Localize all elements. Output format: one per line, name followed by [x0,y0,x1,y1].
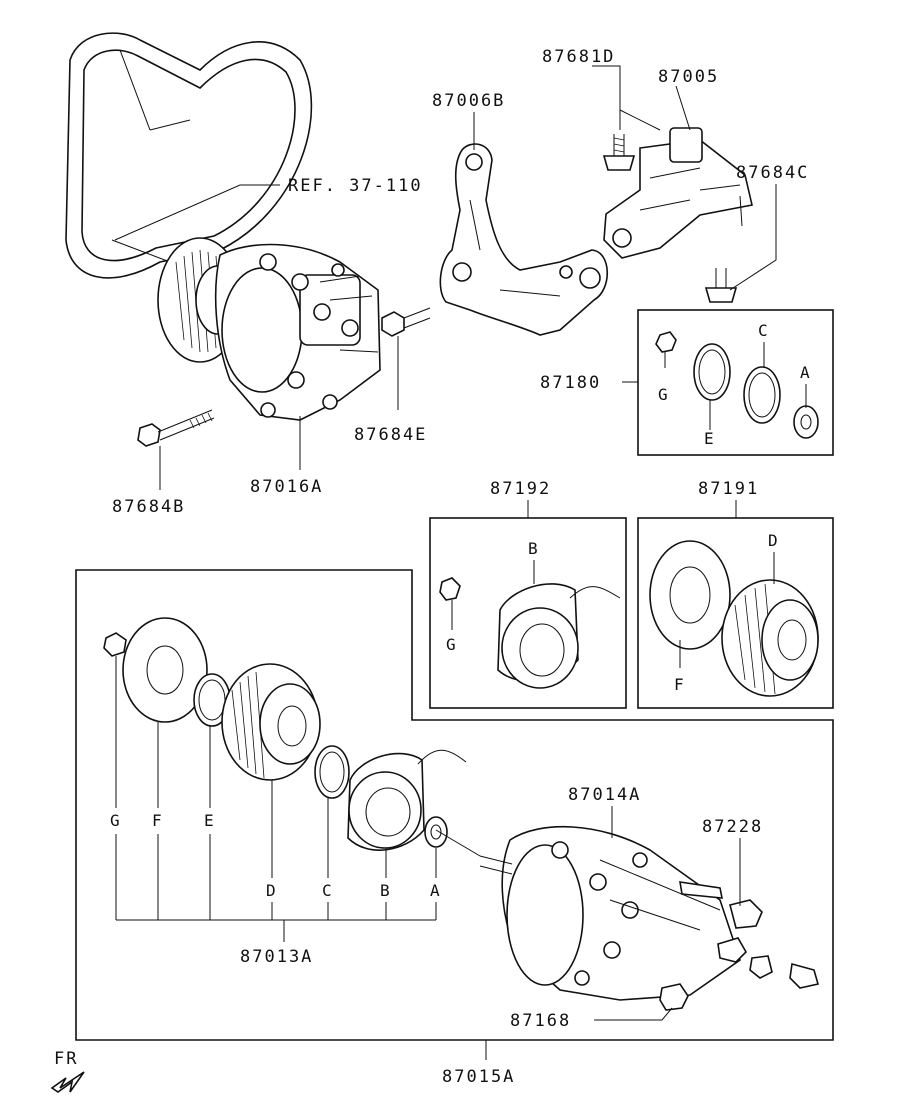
bolt-87684C [704,268,738,303]
part-87180-label: 87180 [540,373,601,393]
bolt-87684E [381,307,431,337]
kit-87180-letter-g: G [658,385,668,404]
part-87013A-label: 87013A [240,947,313,967]
part-87681D-label: 87681D [542,47,615,67]
kit-87180-box [637,309,834,456]
ref-belt-label: REF. 37-110 [288,176,423,196]
bolt-87684B [137,409,215,447]
part-87684E-label: 87684E [354,425,427,445]
exploded-letter-a: A [430,881,440,900]
kit-87180-letter-a: A [800,363,810,382]
part-87014A-label: 87014A [568,785,641,805]
kit-87192-letter-g: G [446,635,456,654]
kit-87191-letter-f: F [674,675,684,694]
kit-87191-box [637,517,834,709]
part-87684B-label: 87684B [112,497,185,517]
exploded-letter-g: G [110,811,120,830]
bracket-87006B [439,143,608,336]
exploded-letter-b: B [380,881,390,900]
exploded-letter-f: F [152,811,162,830]
kit-87180-letter-c: C [758,321,768,340]
part-87168-label: 87168 [510,1011,571,1031]
part-87192-label: 87192 [490,479,551,499]
compressor-body-bottom [479,825,741,1001]
part-87016A-label: 87016A [250,477,323,497]
exploded-letter-e: E [204,811,214,830]
leader-lines [114,65,807,1060]
bracket-87005 [603,127,753,259]
part-87228-label: 87228 [702,817,763,837]
kit-87192-letter-b: B [528,539,538,558]
kit-87191-letter-d: D [768,531,778,550]
part-87684C-label: 87684C [736,163,809,183]
part-87005-label: 87005 [658,67,719,87]
exploded-letter-d: D [266,881,276,900]
exploded-letter-c: C [322,881,332,900]
kit-87180-letter-e: E [704,429,714,448]
clutch-exploded-parts [103,617,467,851]
valve-87228 [679,881,820,989]
bolt-87168 [659,983,689,1011]
front-label: FR [54,1049,78,1069]
bolt-87681D [602,134,636,171]
assembly-87015A-frame [75,569,834,1041]
kit-87192-box [429,517,627,709]
drive-belt [65,32,313,279]
part-87191-label: 87191 [698,479,759,499]
compressor-assembly-top [157,237,381,421]
part-87006B-label: 87006B [432,91,505,111]
front-direction-arrow-icon [50,1071,85,1093]
part-87015A-label: 87015A [442,1067,515,1087]
